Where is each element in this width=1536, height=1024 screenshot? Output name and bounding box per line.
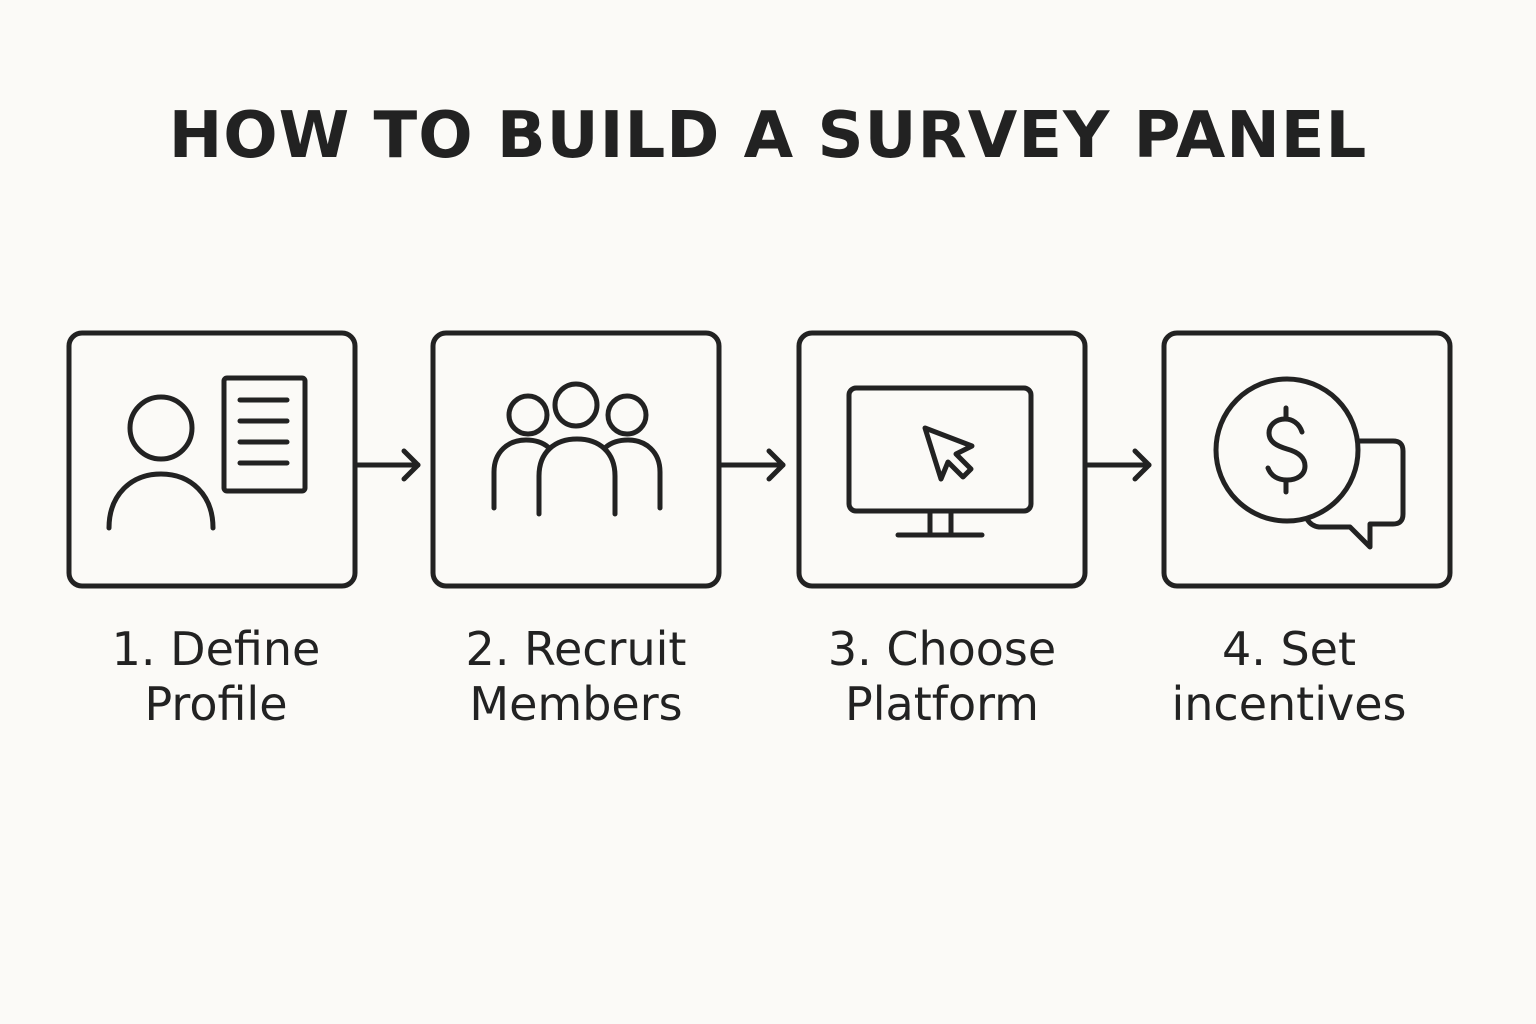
step-1-label-line-2: Profile bbox=[144, 677, 288, 731]
page-title: HOW TO BUILD A SURVEY PANEL bbox=[168, 99, 1368, 173]
group-icon bbox=[491, 381, 663, 517]
step-2-label-line-2: Members bbox=[469, 677, 683, 731]
step-4-label: 4. Set incentives bbox=[1129, 622, 1449, 732]
arrow-2-icon bbox=[718, 448, 786, 482]
step-3-label: 3. Choose Platform bbox=[782, 622, 1102, 732]
step-3-label-line-1: 3. Choose bbox=[827, 622, 1057, 676]
step-1-box bbox=[66, 330, 358, 589]
step-2-label-line-1: 2. Recruit bbox=[465, 622, 687, 676]
arrow-3-icon bbox=[1084, 448, 1152, 482]
step-2-box bbox=[430, 330, 722, 589]
arrow-1-icon bbox=[354, 448, 421, 482]
step-2-label: 2. Recruit Members bbox=[416, 622, 736, 732]
step-1-label: 1. Define Profile bbox=[56, 622, 376, 732]
step-4-label-line-2: incentives bbox=[1171, 677, 1407, 731]
monitor-cursor-icon bbox=[846, 385, 1034, 538]
user-profile-icon bbox=[106, 375, 308, 531]
step-3-box bbox=[796, 330, 1088, 589]
step-3-label-line-2: Platform bbox=[845, 677, 1039, 731]
dollar-chat-icon bbox=[1213, 376, 1406, 550]
step-4-label-line-1: 4. Set bbox=[1221, 622, 1357, 676]
step-1-label-line-1: 1. Define bbox=[111, 622, 321, 676]
step-4-box bbox=[1161, 330, 1453, 589]
